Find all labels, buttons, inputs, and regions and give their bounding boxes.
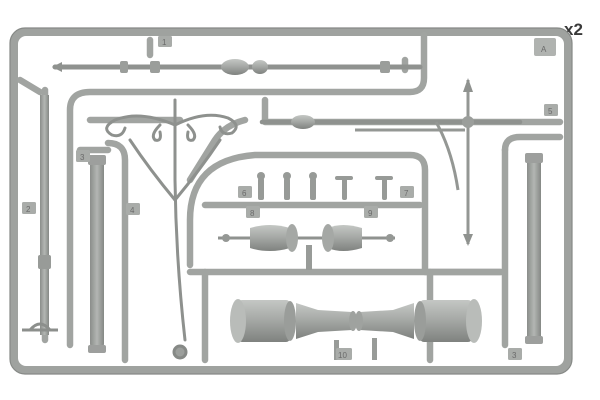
lamp-pole-middle <box>259 78 523 246</box>
svg-text:6: 6 <box>242 189 247 198</box>
lamp-pole-top <box>52 59 423 75</box>
svg-text:1: 1 <box>162 38 167 47</box>
svg-text:3: 3 <box>512 351 517 360</box>
outer-frame <box>10 28 572 374</box>
tall-post-right <box>525 153 543 344</box>
tall-post-left <box>88 155 106 353</box>
ornament-bracket <box>105 98 238 360</box>
svg-text:2: 2 <box>26 205 31 214</box>
svg-text:7: 7 <box>404 189 409 198</box>
lamp-heads <box>218 224 395 270</box>
runners <box>16 31 564 364</box>
svg-text:10: 10 <box>338 351 347 360</box>
part-number-tabs: A 1 2 3 4 5 6 7 8 9 10 3 <box>22 36 558 360</box>
svg-text:5: 5 <box>548 107 553 116</box>
cylinder-parts <box>230 299 482 360</box>
svg-text:9: 9 <box>368 209 373 218</box>
svg-text:3: 3 <box>80 153 85 162</box>
svg-text:8: 8 <box>250 209 255 218</box>
sprue-letter: A <box>541 45 547 54</box>
left-lamp-post <box>22 95 58 335</box>
svg-text:4: 4 <box>130 206 135 215</box>
finial-parts <box>257 172 393 200</box>
